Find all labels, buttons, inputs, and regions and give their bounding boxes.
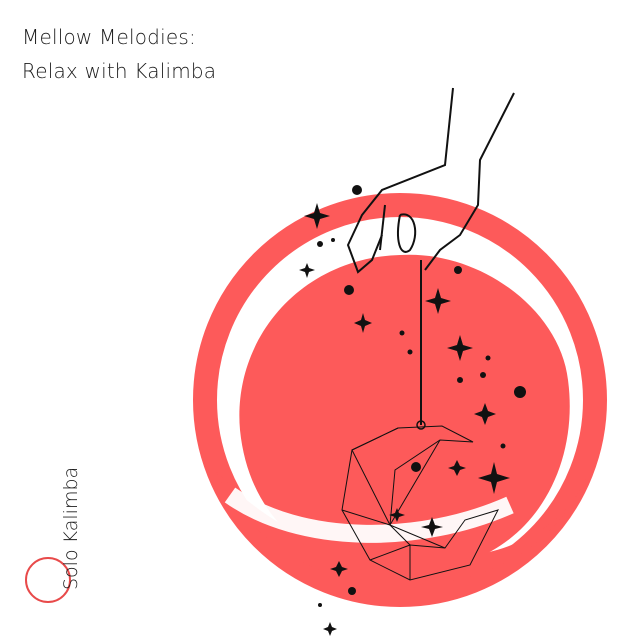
album-title: Mellow Melodies: Relax with Kalimba	[22, 20, 216, 88]
hand-icon	[346, 87, 515, 274]
title-line-1: Mellow Melodies:	[22, 25, 196, 49]
brush-ring	[193, 193, 607, 607]
moon-icon	[341, 425, 499, 581]
title-line-2: Relax with Kalimba	[22, 59, 217, 83]
brand-name: Solo Kalimba	[60, 466, 82, 590]
brand-logo-circle-icon	[25, 557, 71, 603]
stars	[299, 185, 526, 636]
red-disc	[239, 254, 570, 573]
